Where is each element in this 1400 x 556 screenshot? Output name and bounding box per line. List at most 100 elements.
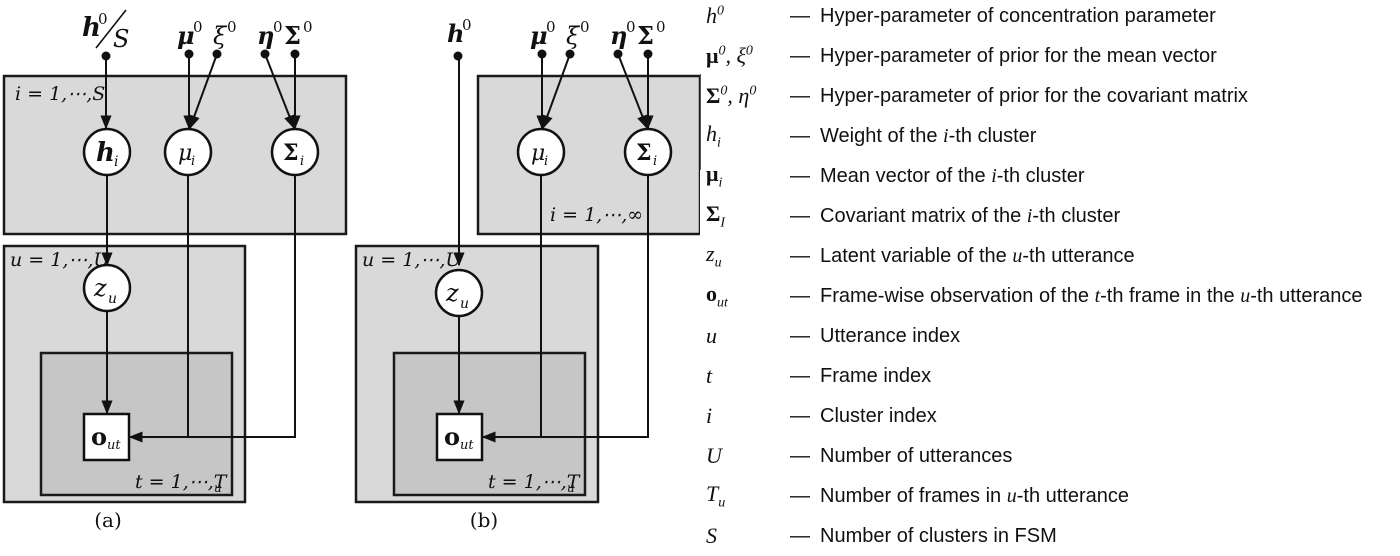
caption-b: (b) [470, 508, 498, 532]
legend-dash: — [790, 284, 810, 307]
svg-text:0: 0 [303, 18, 313, 36]
legend-item: i—Cluster index [706, 396, 937, 436]
legend-description: Hyper-parameter of prior for the covaria… [820, 84, 1248, 107]
edge-Sigmai-out-a [128, 175, 296, 443]
svg-text:0: 0 [227, 18, 237, 36]
svg-text:μ: μ [531, 141, 545, 166]
legend-item: out — Frame-wise observation of the t-th f… [706, 276, 1362, 316]
legend-item: U—Number of utterances [706, 436, 1012, 476]
legend-description: Latent variable of the u-th utterance [820, 244, 1135, 267]
node-Sigma-i-b: Σ i [623, 127, 673, 177]
node-mu-i-a: μ i [163, 127, 213, 177]
svg-text:u = 1,⋯,U: u = 1,⋯,U [10, 249, 110, 271]
legend-item: Σ0, η0—Hyper-parameter of prior for the … [706, 76, 1248, 116]
legend-dash: — [790, 524, 810, 547]
legend-item: Tu—Number of frames in u-th utterance [706, 476, 1129, 516]
legend-dash: — [790, 84, 810, 107]
graphical-models: h 0 S μ 0 ξ 0 η 0 Σ 0 [2, 9, 700, 532]
hyper-eta0-a: η 0 [257, 18, 283, 50]
svg-text:u: u [214, 481, 222, 495]
legend-description: Weight of the i-th cluster [820, 124, 1037, 147]
plate-u-label-b: u = 1,⋯,U [362, 249, 462, 271]
legend-dash: — [790, 204, 810, 227]
legend-description: Frame-wise observation of the t-th frame… [820, 284, 1363, 307]
hyper-xi0-a: ξ 0 [213, 18, 237, 50]
svg-text:η: η [610, 21, 627, 50]
legend-description: Cluster index [820, 404, 937, 427]
divider-line [700, 74, 701, 170]
legend-description: Mean vector of the i-th cluster [820, 164, 1085, 187]
svg-text:0: 0 [546, 18, 556, 36]
svg-text:μ: μ [178, 141, 192, 166]
legend-description: Number of clusters in FSM [820, 524, 1057, 547]
legend-dash: — [790, 244, 810, 267]
svg-text:i: i [300, 154, 304, 169]
legend-dash: — [790, 484, 810, 507]
svg-text:0: 0 [462, 16, 472, 34]
svg-text:u: u [460, 296, 469, 312]
plate-t-b [392, 351, 587, 497]
edge-xi0-mui-b [542, 53, 571, 130]
svg-text:0: 0 [193, 18, 203, 36]
svg-text:h: h [447, 19, 464, 48]
panel-a: h 0 S μ 0 ξ 0 η 0 Σ 0 [2, 9, 348, 532]
hyper-h0-over-S-a: h 0 S [82, 9, 129, 53]
legend-symbol: u [706, 323, 717, 348]
svg-text:o: o [91, 422, 107, 451]
svg-text:Σ: Σ [284, 21, 301, 50]
legend-item: S — Number of clusters in FSM [706, 516, 1057, 556]
svg-text:z: z [93, 274, 107, 302]
hyper-Sigma0-b: Σ 0 [637, 18, 666, 50]
svg-text:S: S [113, 25, 129, 53]
legend-item: ΣI — Covariant matrix of the i-th cluster [706, 196, 1120, 236]
legend-item: u—Utterance index [706, 316, 960, 356]
edge-eta0-Sigmai-b [617, 53, 648, 130]
svg-text:t = 1,⋯,T: t = 1,⋯,T [135, 471, 228, 493]
legend-item: μi — Mean vector of the i-th cluster [706, 156, 1085, 196]
svg-text:η: η [257, 21, 274, 50]
legend-symbol: h0 [706, 3, 724, 28]
hyper-mu0-a: μ 0 [177, 18, 203, 50]
legend-dash: — [790, 164, 810, 187]
svg-text:Σ: Σ [636, 140, 652, 166]
legend-dash: — [790, 404, 810, 427]
svg-text:i: i [114, 154, 118, 170]
legend-description: Frame index [820, 364, 932, 387]
legend-dash: — [790, 4, 810, 27]
legend-symbol: out [706, 280, 728, 311]
plate-i-label-a: i = 1,⋯,S [15, 83, 105, 105]
legend-description: Covariant matrix of the i-th cluster [820, 204, 1121, 227]
svg-text:0: 0 [580, 18, 590, 36]
node-o-ut-a: o ut [82, 412, 131, 462]
legend-description: Hyper-parameter of concentration paramet… [820, 4, 1216, 27]
hyper-h0-b: h 0 [447, 16, 472, 48]
svg-text:Σ: Σ [283, 140, 299, 166]
svg-text:ξ: ξ [213, 22, 228, 50]
legend-symbol: S [706, 523, 717, 548]
legend-dash: — [790, 44, 810, 67]
hyper-eta0-b: η 0 [610, 18, 636, 50]
caption-a: (a) [94, 508, 122, 532]
legend-symbol: μi [706, 160, 723, 191]
edge-xi0-mui-a [189, 53, 218, 130]
legend-item: hi—Weight of the i-th cluster [706, 116, 1036, 156]
edge-Sigmai-out-b [481, 175, 649, 443]
svg-text:i: i [544, 154, 548, 169]
legend-item: h0 — Hyper-parameter of concentration para… [706, 0, 1216, 36]
node-z-u-a: z u [82, 263, 132, 313]
legend-symbol: ΣI [706, 200, 726, 231]
svg-text:ut: ut [107, 438, 121, 453]
svg-text:Σ: Σ [637, 21, 654, 50]
legend-symbol: zu [706, 240, 722, 271]
hyper-mu0-b: μ 0 [530, 18, 556, 50]
legend-description: Number of frames in u-th utterance [820, 484, 1130, 507]
svg-text:i: i [653, 154, 657, 169]
svg-text:h: h [82, 13, 101, 43]
hyper-Sigma0-a: Σ 0 [284, 18, 313, 50]
svg-text:μ: μ [530, 21, 548, 50]
svg-text:0: 0 [98, 10, 108, 28]
legend-description: Number of utterances [820, 444, 1013, 467]
legend-symbol: t [706, 363, 713, 388]
panel-b: h 0 μ 0 ξ 0 η 0 Σ 0 [354, 16, 700, 532]
svg-text:ξ: ξ [566, 22, 581, 50]
